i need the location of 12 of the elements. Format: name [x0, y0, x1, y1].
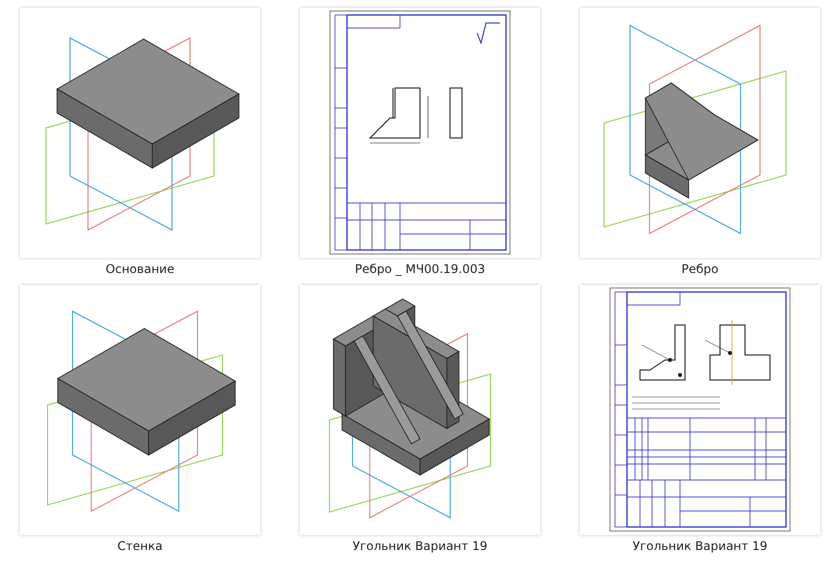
file-name: Основание — [104, 262, 176, 276]
file-thumbnail — [300, 8, 540, 258]
file-name: Угольник Вариант 19 — [352, 539, 488, 553]
file-thumbnail — [580, 8, 820, 258]
file-name: Стенка — [116, 539, 164, 553]
file-thumbnail — [20, 285, 260, 535]
file-thumbnail — [20, 8, 260, 258]
file-name: Ребро _ МЧ00.19.003 — [354, 262, 486, 276]
file-thumbnail — [300, 285, 540, 535]
file-thumbnail — [580, 285, 820, 535]
file-name: Угольник Вариант 19 — [632, 539, 768, 553]
file-name: Ребро — [680, 262, 720, 276]
